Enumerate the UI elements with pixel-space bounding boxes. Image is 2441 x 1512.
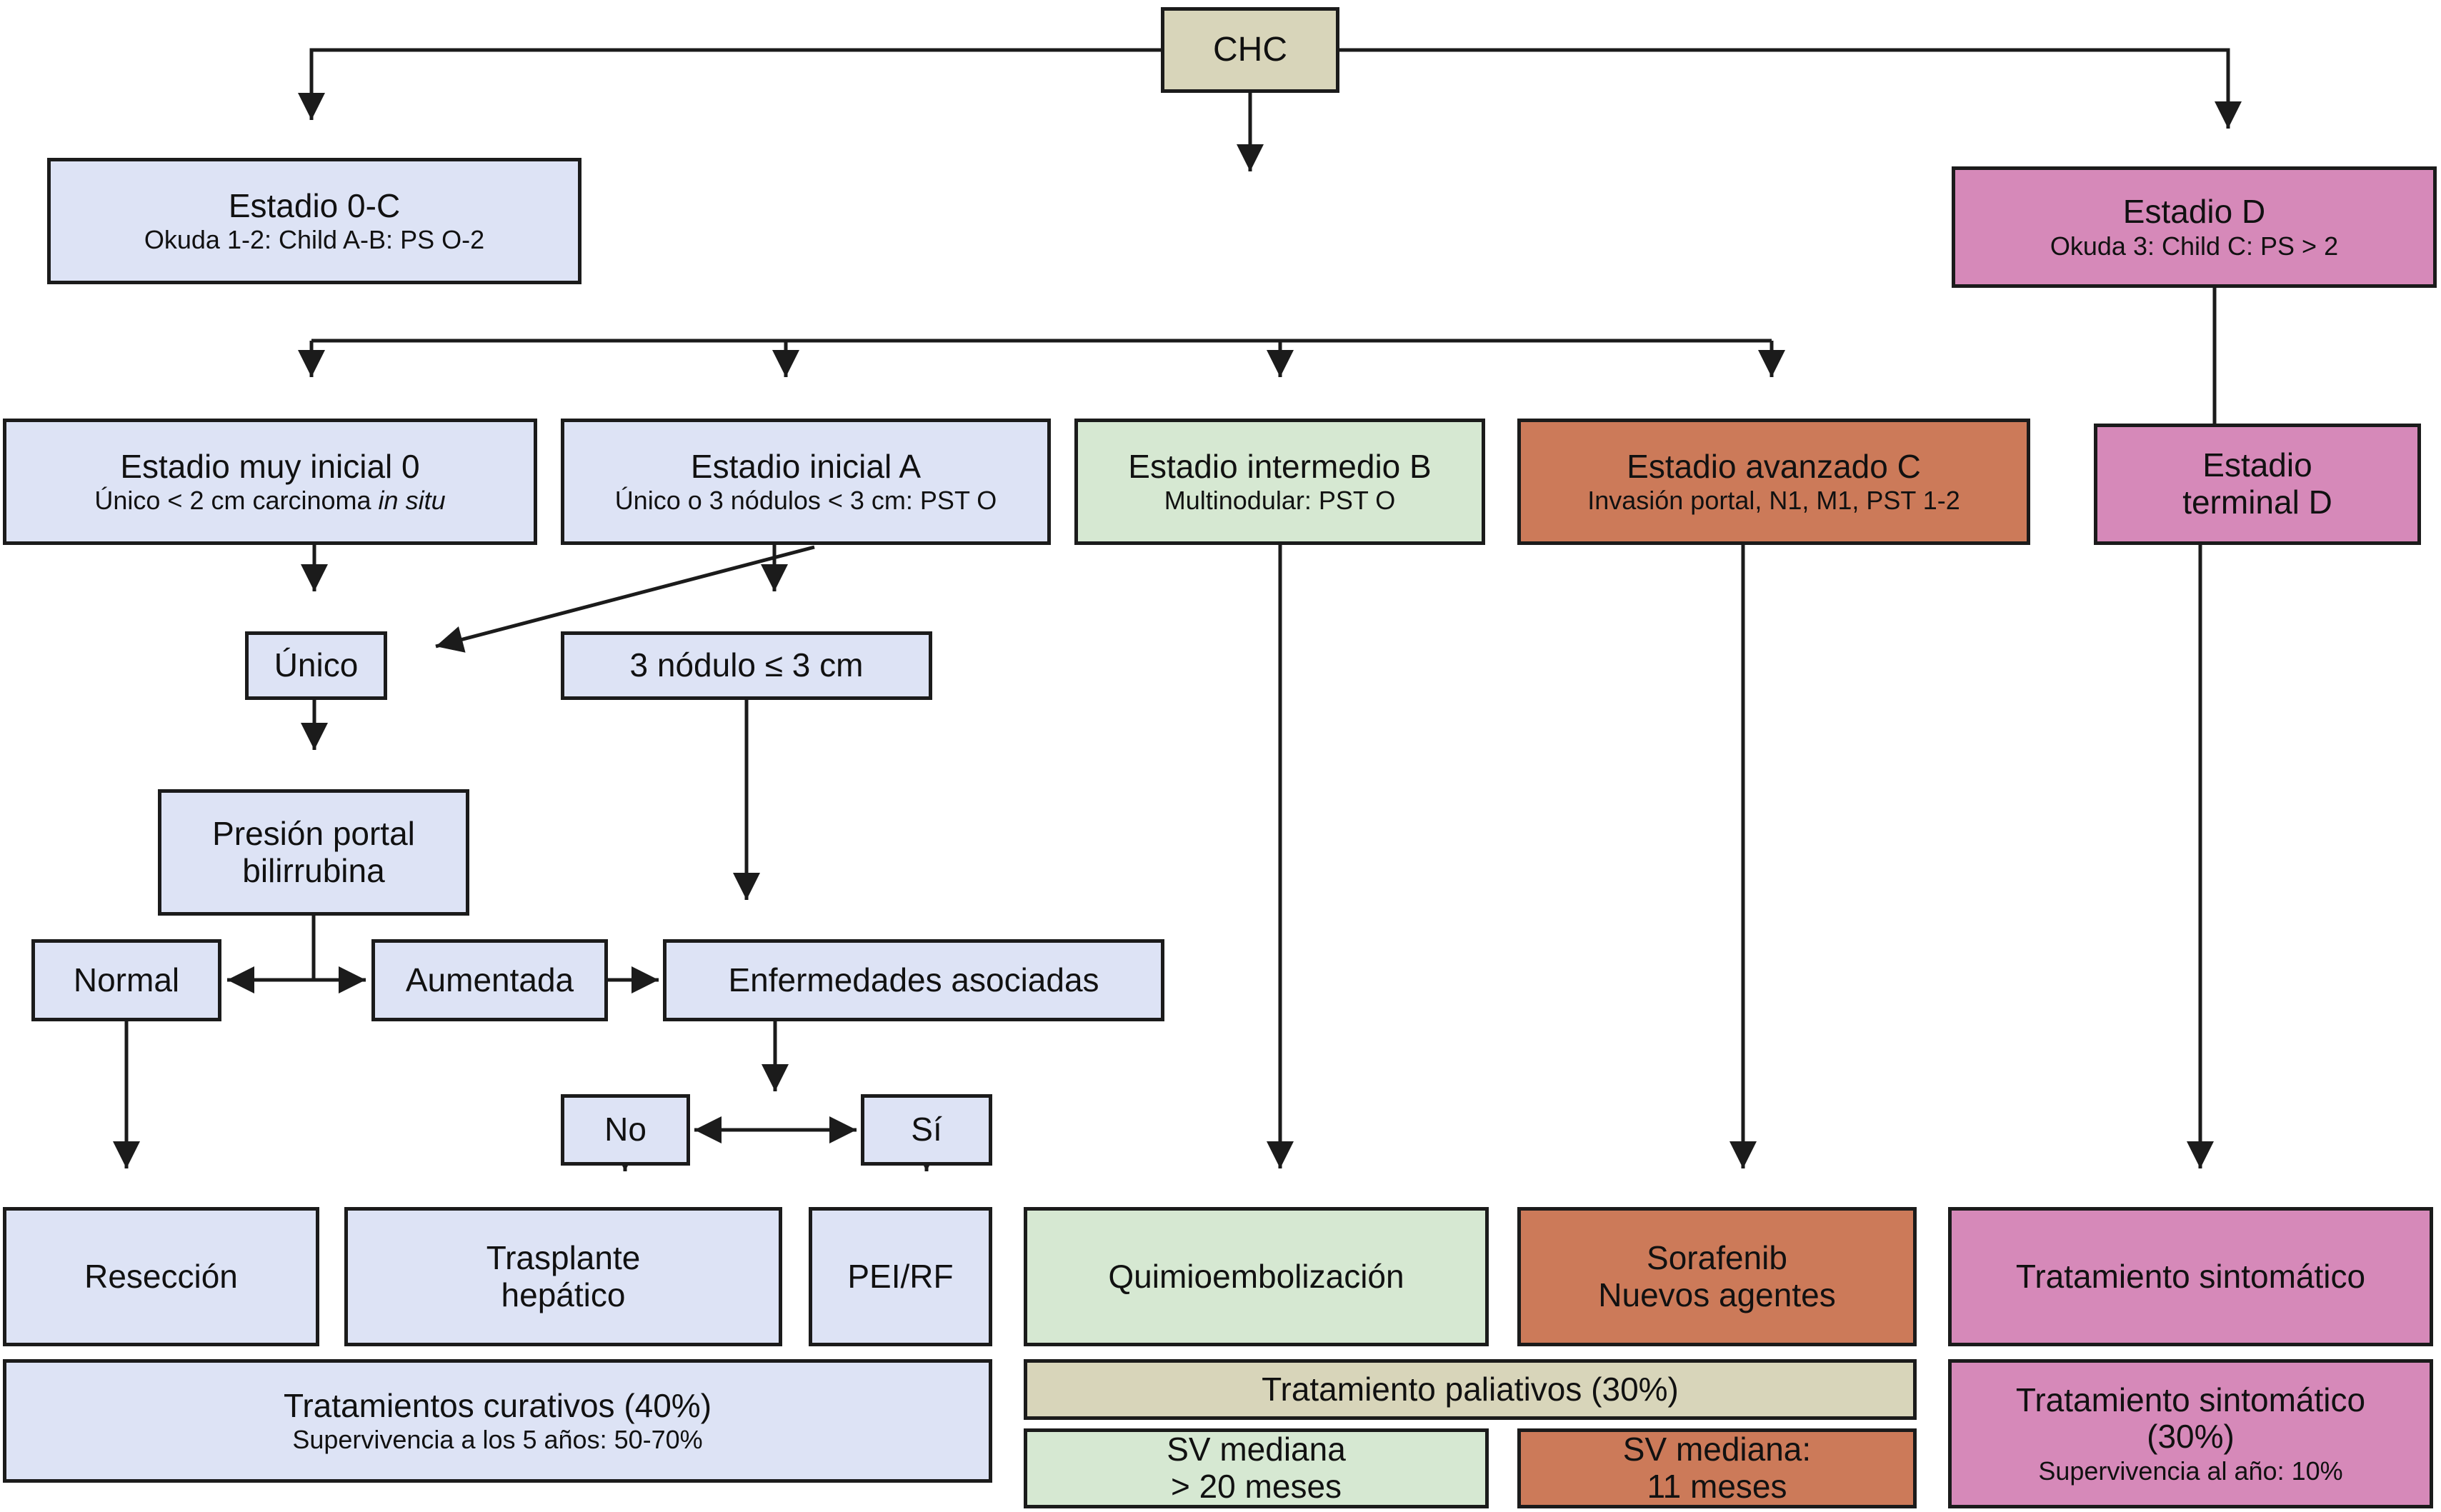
node-estadio-avanzado-c: Estadio avanzado C Invasión portal, N1, … [1517,419,2030,545]
connector-chc-to-estadiod [1339,48,2242,129]
node-presion-portal-title: Presión portal bilirrubina [212,814,415,889]
node-inicial-a-title: Estadio inicial A [690,447,922,485]
node-si: Sí [861,1094,992,1166]
node-terminal-d-title: Estadio terminal D [2182,446,2332,521]
node-sintomatico-title: Tratamiento sintomático [2015,1257,2366,1295]
node-no: No [561,1094,690,1166]
node-intermedio-b-subtitle: Multinodular: PST O [1164,486,1396,516]
node-tratamiento-sintomatico: Tratamiento sintomático [1948,1207,2433,1346]
node-estadio-inicial-a: Estadio inicial A Único o 3 nódulos < 3 … [561,419,1051,545]
node-sv20-title: SV mediana > 20 meses [1167,1431,1346,1505]
node-estadio-0c-subtitle: Okuda 1-2: Child A-B: PS O-2 [144,225,485,255]
node-estadio-0c: Estadio 0-C Okuda 1-2: Child A-B: PS O-2 [47,158,581,284]
node-sv11-title: SV mediana: 11 meses [1622,1431,1812,1505]
node-avanzado-c-subtitle: Invasión portal, N1, M1, PST 1-2 [1587,486,1960,516]
connector-chc-to-estadio0c [298,48,1161,120]
node-no-title: No [604,1111,647,1148]
connector-iniciala-unico-diagonal [435,545,815,653]
node-trasplante-hepatico: Trasplante hepático [344,1207,782,1346]
node-sv-mediana-11: SV mediana: 11 meses [1517,1428,1917,1508]
node-presion-portal: Presión portal bilirrubina [158,789,469,916]
node-curativos-title: Tratamientos curativos (40%) [283,1386,712,1424]
node-estadio-d-subtitle: Okuda 3: Child C: PS > 2 [2050,231,2339,261]
node-paliativos-title: Tratamiento paliativos (30%) [1262,1370,1679,1408]
node-estadio-0c-title: Estadio 0-C [228,186,401,224]
node-chc: CHC [1161,7,1339,93]
node-aumentada-title: Aumentada [405,961,574,998]
node-sv-mediana-20: SV mediana > 20 meses [1024,1428,1489,1508]
node-tratamiento-sintomatico-30: Tratamiento sintomático (30%) Superviven… [1948,1359,2433,1508]
node-pei-rf: PEI/RF [809,1207,992,1346]
node-estadio-d-title: Estadio D [2122,193,2266,231]
node-chc-title: CHC [1213,31,1287,69]
node-sorafenib-title: Sorafenib Nuevos agentes [1598,1238,1836,1313]
node-estadio-intermedio-b: Estadio intermedio B Multinodular: PST O [1074,419,1485,545]
node-quimio-title: Quimioembolización [1108,1257,1404,1295]
node-estadio-d: Estadio D Okuda 3: Child C: PS > 2 [1952,166,2437,288]
node-muy-inicial-title: Estadio muy inicial 0 [120,447,420,485]
node-3-nodulo: 3 nódulo ≤ 3 cm [561,631,932,700]
node-aumentada: Aumentada [371,939,608,1021]
node-quimioembolizacion: Quimioembolización [1024,1207,1489,1346]
node-reseccion-title: Resección [84,1257,238,1295]
node-normal: Normal [31,939,221,1021]
node-sintomatico30-subtitle: Supervivencia al año: 10% [2038,1456,2343,1486]
node-enfermedades-asociadas: Enfermedades asociadas [663,939,1164,1021]
node-sintomatico30-title: Tratamiento sintomático (30%) [2015,1381,2366,1456]
node-intermedio-b-title: Estadio intermedio B [1128,447,1432,485]
node-unico-title: Único [274,646,359,684]
node-estadio-terminal-d: Estadio terminal D [2094,424,2421,545]
node-curativos-subtitle: Supervivencia a los 5 años: 50-70% [292,1425,703,1455]
node-trasplante-title: Trasplante hepático [486,1238,641,1313]
node-tratamiento-paliativos: Tratamiento paliativos (30%) [1024,1359,1917,1420]
node-muy-inicial-subtitle: Único < 2 cm carcinoma in situ [94,486,446,516]
node-unico: Único [245,631,387,700]
node-enfermedades-title: Enfermedades asociadas [728,961,1099,998]
node-avanzado-c-title: Estadio avanzado C [1627,447,1921,485]
node-pei-rf-title: PEI/RF [847,1257,954,1295]
node-estadio-muy-inicial-0: Estadio muy inicial 0 Único < 2 cm carci… [3,419,537,545]
node-si-title: Sí [911,1111,942,1148]
node-reseccion: Resección [3,1207,319,1346]
node-inicial-a-subtitle: Único o 3 nódulos < 3 cm: PST O [614,486,997,516]
node-normal-title: Normal [73,961,180,998]
node-3-nodulo-title: 3 nódulo ≤ 3 cm [629,646,864,684]
node-tratamientos-curativos: Tratamientos curativos (40%) Supervivenc… [3,1359,992,1483]
node-sorafenib: Sorafenib Nuevos agentes [1517,1207,1917,1346]
